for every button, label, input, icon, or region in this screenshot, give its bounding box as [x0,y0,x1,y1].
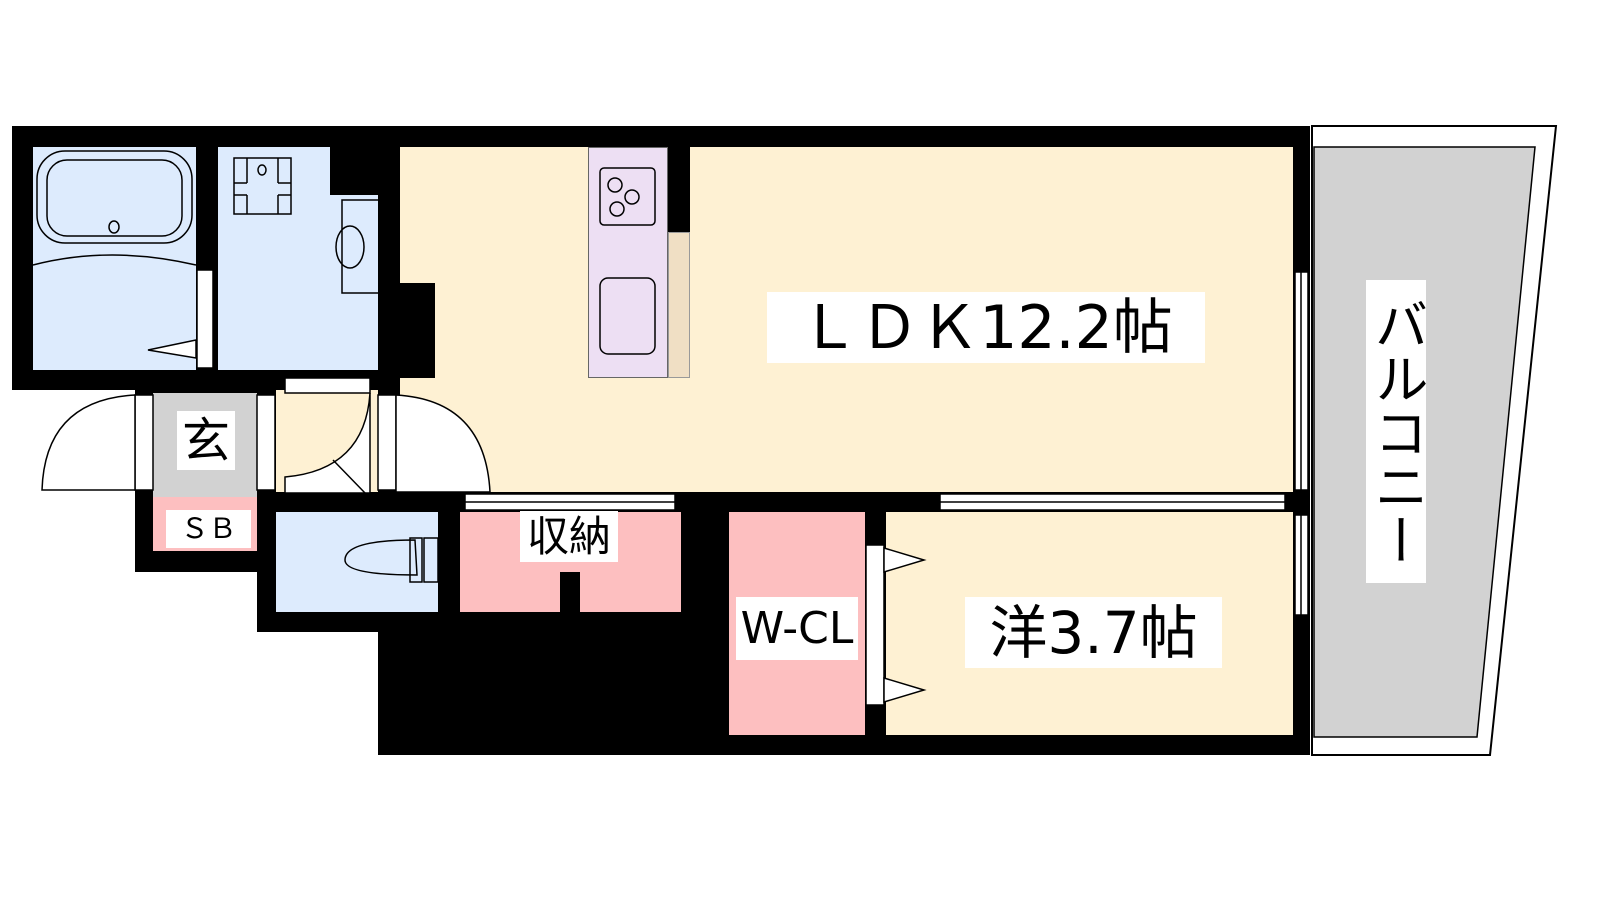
ldk-label: ＬＤＫ12.2帖 [767,292,1205,363]
stove-icon [599,167,656,226]
entrance-label: 玄 [177,411,235,470]
wall-pillar [400,283,435,378]
wall-notch [330,147,378,195]
western-room-label: 洋3.7帖 [965,597,1222,668]
ldk-door-swing [395,394,491,493]
storage-divider [560,572,580,612]
kitchen-sink-icon [599,277,656,355]
entrance-door-swing [41,394,136,491]
sink-icon [341,199,378,294]
washing-machine-icon [233,157,292,215]
entrance-door-frame [134,394,154,491]
closet-door [865,544,885,706]
toilet-icon [344,539,418,576]
storage-label: 収納 [520,511,618,562]
kitchen-shelf [668,232,690,378]
bathtub-icon [36,150,193,244]
shoe-box-label: ＳＢ [166,510,251,548]
walk-in-closet-label: W-CL [736,597,858,660]
toilet-room [276,512,438,612]
wall-kitchen [668,147,690,232]
balcony-label: バルコニー [1365,280,1428,583]
hall-door-swing [284,392,371,494]
